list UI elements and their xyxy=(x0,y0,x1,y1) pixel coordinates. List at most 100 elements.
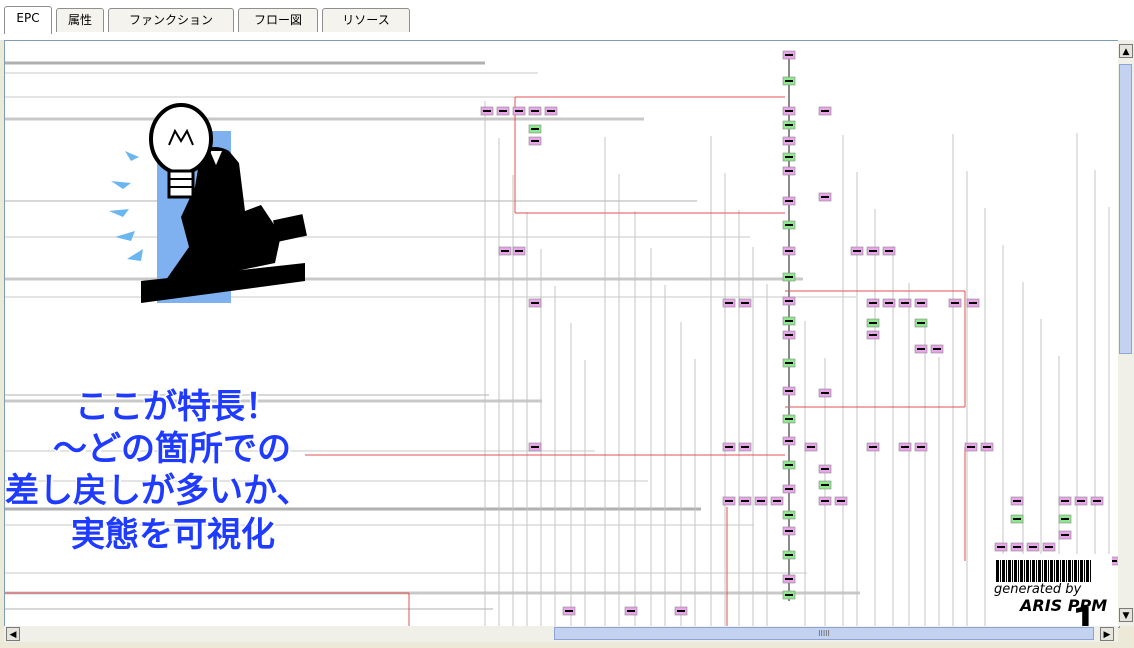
node-mark xyxy=(853,250,861,252)
node-mark xyxy=(917,322,925,324)
node-mark xyxy=(531,446,539,448)
node-mark xyxy=(901,302,909,304)
node-mark xyxy=(785,554,793,556)
node-mark xyxy=(1013,500,1021,502)
node-mark xyxy=(785,594,793,596)
node-mark xyxy=(515,110,523,112)
node-mark xyxy=(725,302,733,304)
node-mark xyxy=(785,514,793,516)
node-mark xyxy=(951,302,959,304)
node-mark xyxy=(785,124,793,126)
node-mark xyxy=(531,302,539,304)
node-mark xyxy=(967,446,975,448)
node-mark xyxy=(869,250,877,252)
node-mark xyxy=(917,446,925,448)
node-mark xyxy=(515,250,523,252)
node-mark xyxy=(821,196,829,198)
node-mark xyxy=(1029,546,1037,548)
node-mark xyxy=(785,488,793,490)
node-mark xyxy=(547,110,555,112)
node-mark xyxy=(785,334,793,336)
node-mark xyxy=(785,140,793,142)
node-mark xyxy=(741,500,749,502)
node-mark xyxy=(531,128,539,130)
node-mark xyxy=(785,418,793,420)
barcode-icon xyxy=(996,560,1091,582)
callout-line-1: ここが特長！ xyxy=(75,387,279,427)
node-mark xyxy=(501,250,509,252)
node-mark xyxy=(785,464,793,466)
node-mark xyxy=(785,54,793,56)
node-mark xyxy=(821,484,829,486)
node-mark xyxy=(785,250,793,252)
node-mark xyxy=(785,320,793,322)
node-mark xyxy=(917,302,925,304)
node-mark xyxy=(785,440,793,442)
node-mark xyxy=(785,224,793,226)
node-mark xyxy=(1045,546,1053,548)
tab-epc[interactable]: EPC xyxy=(4,6,52,34)
vertical-scrollbar[interactable]: ▲ ▼ xyxy=(1118,40,1134,626)
lightbulb-idea-clipart xyxy=(109,103,307,303)
node-mark xyxy=(1061,500,1069,502)
node-mark xyxy=(531,110,539,112)
node-mark xyxy=(1013,518,1021,520)
epc-diagram-canvas[interactable]: ここが特長！ ～どの箇所での 差し戻しが多いか、 実態を可視化 xyxy=(4,40,1120,628)
node-mark xyxy=(785,362,793,364)
node-mark xyxy=(785,276,793,278)
tab-flow-diagram[interactable]: フロー図 xyxy=(238,8,318,32)
tab-functions[interactable]: ファンクション xyxy=(108,8,234,32)
horizontal-scrollbar[interactable]: ◀ IIIII ▶ xyxy=(4,626,1118,642)
epc-flow-diagram xyxy=(5,50,1119,627)
node-mark xyxy=(1093,500,1101,502)
tab-resources[interactable]: リソース xyxy=(322,8,410,32)
node-mark xyxy=(627,610,635,612)
process-nodes xyxy=(480,50,1119,616)
node-mark xyxy=(869,322,877,324)
node-mark xyxy=(757,500,765,502)
node-mark xyxy=(785,390,793,392)
node-mark xyxy=(869,446,877,448)
node-mark xyxy=(483,110,491,112)
node-mark xyxy=(885,250,893,252)
node-mark xyxy=(837,500,845,502)
node-mark xyxy=(785,300,793,302)
scroll-right-icon[interactable]: ▶ xyxy=(1100,627,1114,641)
node-mark xyxy=(821,500,829,502)
node-mark xyxy=(499,110,507,112)
node-mark xyxy=(821,468,829,470)
scroll-left-icon[interactable]: ◀ xyxy=(6,627,20,641)
tab-attributes[interactable]: 属性 xyxy=(56,8,104,32)
scroll-down-icon[interactable]: ▼ xyxy=(1119,608,1133,622)
node-mark xyxy=(785,80,793,82)
horizontal-scroll-thumb[interactable]: IIIII xyxy=(554,627,1094,640)
scroll-up-icon[interactable]: ▲ xyxy=(1119,44,1133,58)
node-mark xyxy=(869,302,877,304)
node-mark xyxy=(785,200,793,202)
vertical-scroll-thumb[interactable] xyxy=(1119,64,1132,354)
node-mark xyxy=(821,392,829,394)
node-mark xyxy=(1109,560,1117,562)
node-mark xyxy=(741,446,749,448)
aris-ppm-badge: generated by ARIS PPM xyxy=(988,554,1112,626)
node-mark xyxy=(997,546,1005,548)
node-mark xyxy=(785,578,793,580)
generated-by-label: generated by xyxy=(994,582,1082,597)
node-mark xyxy=(917,348,925,350)
node-mark xyxy=(565,610,573,612)
node-mark xyxy=(785,530,793,532)
node-mark xyxy=(773,500,781,502)
tab-bar: EPC 属性 ファンクション フロー図 リソース xyxy=(0,0,1134,40)
node-mark xyxy=(725,500,733,502)
node-mark xyxy=(785,170,793,172)
node-mark xyxy=(933,348,941,350)
node-mark xyxy=(885,302,893,304)
node-mark xyxy=(531,140,539,142)
node-mark xyxy=(1061,534,1069,536)
node-mark xyxy=(785,110,793,112)
callout-line-4: 実態を可視化 xyxy=(71,515,275,555)
product-name: ARIS PPM xyxy=(1020,596,1108,615)
node-mark xyxy=(1077,500,1085,502)
node-mark xyxy=(1061,518,1069,520)
node-mark xyxy=(1013,546,1021,548)
